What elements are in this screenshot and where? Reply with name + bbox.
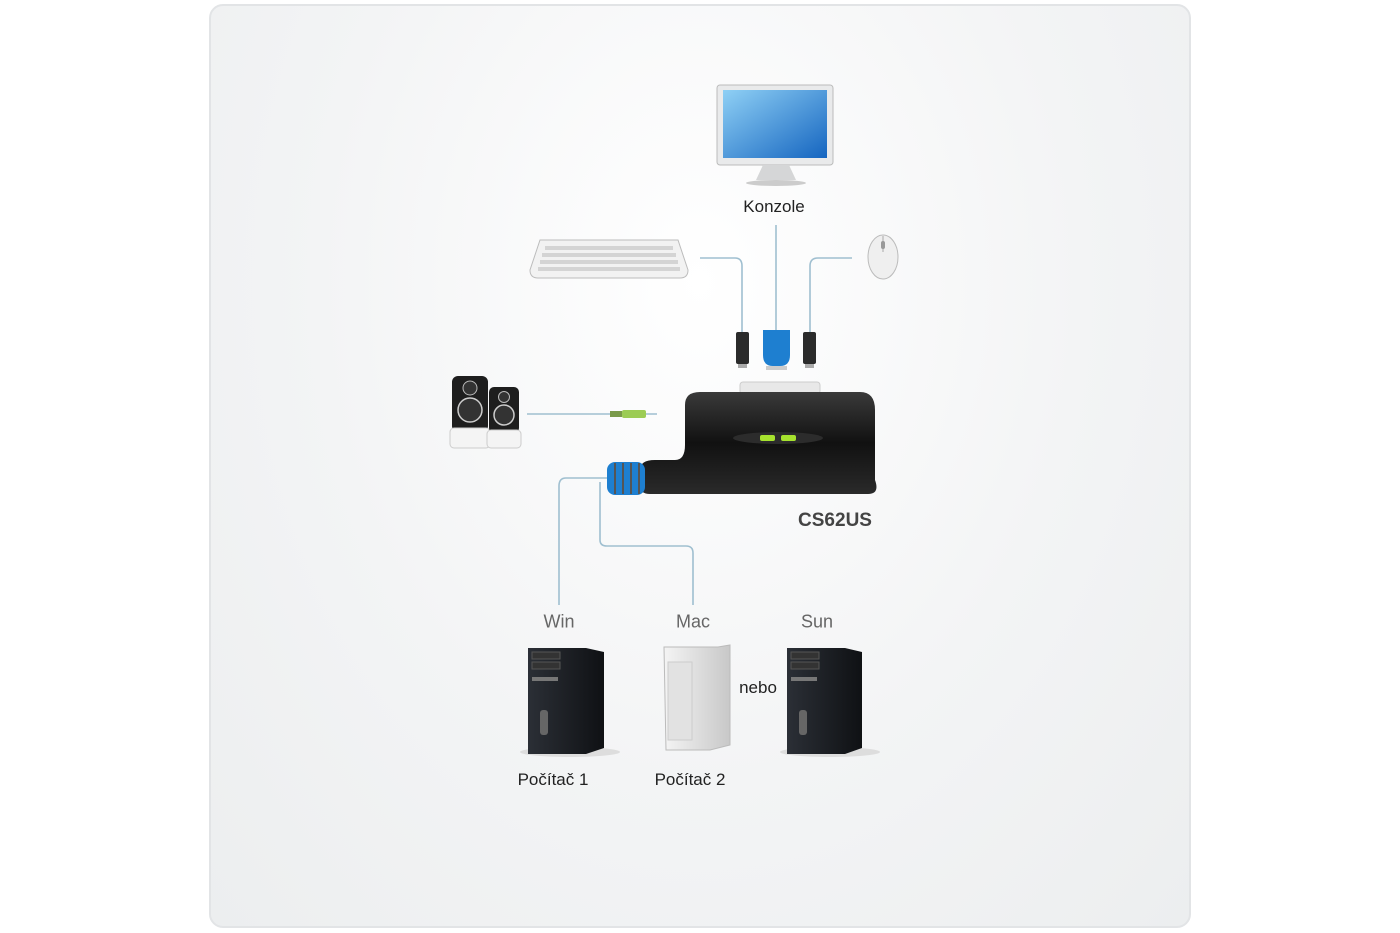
- computer-1-os-label: Win: [543, 611, 575, 632]
- computer-2-mac-icon: [663, 644, 731, 751]
- cs62us-switch-icon: [607, 381, 877, 495]
- sun-os-label: Sun: [800, 611, 834, 632]
- computer-1-label: Počítač 1: [517, 770, 589, 789]
- or-label: nebo: [739, 678, 777, 697]
- keyboard-icon: [529, 239, 689, 279]
- sun-computer-tower-icon: [780, 648, 880, 757]
- keyboard-cable: [700, 257, 743, 335]
- console-label: Konzole: [743, 197, 805, 216]
- blue-cable-boot: [607, 462, 645, 495]
- computer-2-label: Počítač 2: [654, 770, 726, 789]
- usb-mouse-plug: [803, 332, 816, 368]
- usb-keyboard-plug: [736, 332, 749, 368]
- computer-1-cable: [558, 477, 607, 605]
- audio-plug: [610, 410, 646, 418]
- mouse-icon: [867, 234, 899, 280]
- computer-2-os-label: Mac: [675, 611, 711, 632]
- cables: [527, 225, 852, 605]
- vga-plug: [763, 330, 790, 370]
- monitor-icon: [716, 84, 834, 186]
- computer-1-tower-icon: [520, 648, 620, 757]
- mouse-cable: [809, 257, 852, 335]
- speakers-icon: [449, 376, 522, 449]
- computer-2-cable: [599, 482, 694, 605]
- device-label: CS62US: [798, 510, 872, 531]
